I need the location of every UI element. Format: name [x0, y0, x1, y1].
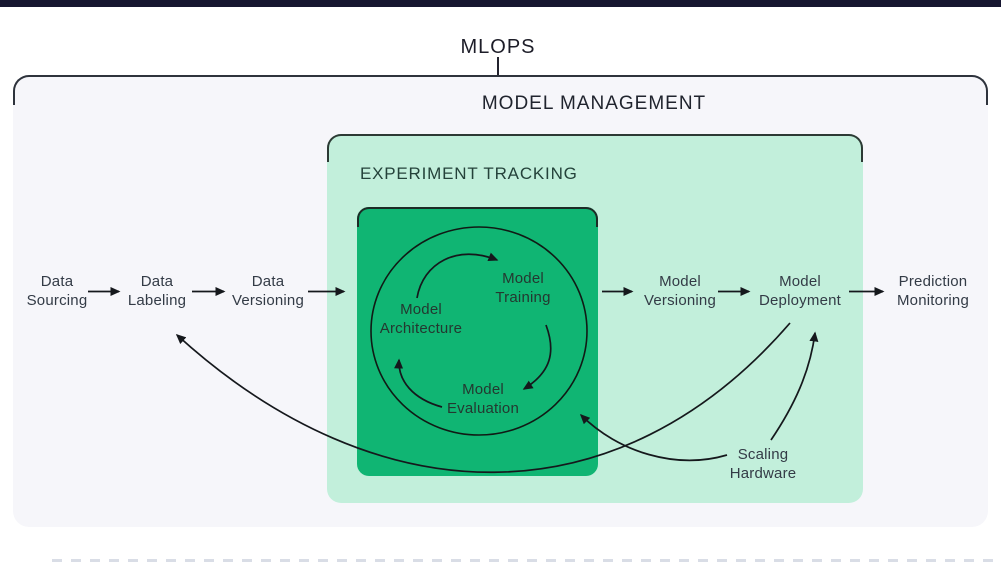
node-label-line: Evaluation: [446, 400, 520, 417]
node-label-line: Model: [779, 273, 821, 290]
node-label-line: Model: [502, 270, 544, 287]
node-label-line: Sourcing: [26, 292, 88, 309]
node-label-line: Training: [495, 289, 551, 306]
diagram-title: MLOPS: [460, 36, 536, 58]
node-label-line: Versioning: [231, 292, 305, 309]
node-model-training: Model Training: [495, 269, 550, 307]
node-label-line: Scaling: [737, 446, 789, 463]
node-data-versioning: Data Versioning: [232, 272, 304, 310]
training-cycle-box: [357, 207, 598, 476]
model-management-title: MODEL MANAGEMENT: [481, 93, 707, 114]
node-label-line: Deployment: [758, 292, 842, 309]
node-model-deployment: Model Deployment: [759, 272, 841, 310]
node-label-line: Data: [251, 273, 285, 290]
node-scaling-hardware: Scaling Hardware: [730, 445, 797, 483]
node-prediction-monitoring: Prediction Monitoring: [897, 272, 969, 310]
training-cycle-bracket: [357, 207, 598, 227]
node-label-line: Model: [400, 301, 442, 318]
node-model-evaluation: Model Evaluation: [447, 380, 519, 418]
top-accent-bar: [0, 0, 1001, 7]
node-model-architecture: Model Architecture: [380, 300, 462, 338]
node-label-line: Monitoring: [896, 292, 970, 309]
experiment-tracking-title: EXPERIMENT TRACKING: [360, 164, 578, 183]
node-label-line: Versioning: [643, 292, 717, 309]
node-model-versioning: Model Versioning: [644, 272, 716, 310]
node-label-line: Prediction: [898, 273, 968, 290]
experiment-tracking-bracket: [327, 134, 863, 162]
node-label-line: Labeling: [127, 292, 187, 309]
bottom-dashed-line: [52, 559, 997, 562]
node-label-line: Model: [462, 381, 504, 398]
node-label-line: Model: [659, 273, 701, 290]
node-label-line: Hardware: [729, 465, 797, 482]
node-data-labeling: Data Labeling: [128, 272, 186, 310]
node-label-line: Data: [40, 273, 74, 290]
node-label-line: Architecture: [379, 320, 463, 337]
node-label-line: Data: [140, 273, 174, 290]
connector-title-to-box: [497, 57, 499, 75]
node-data-sourcing: Data Sourcing: [27, 272, 88, 310]
